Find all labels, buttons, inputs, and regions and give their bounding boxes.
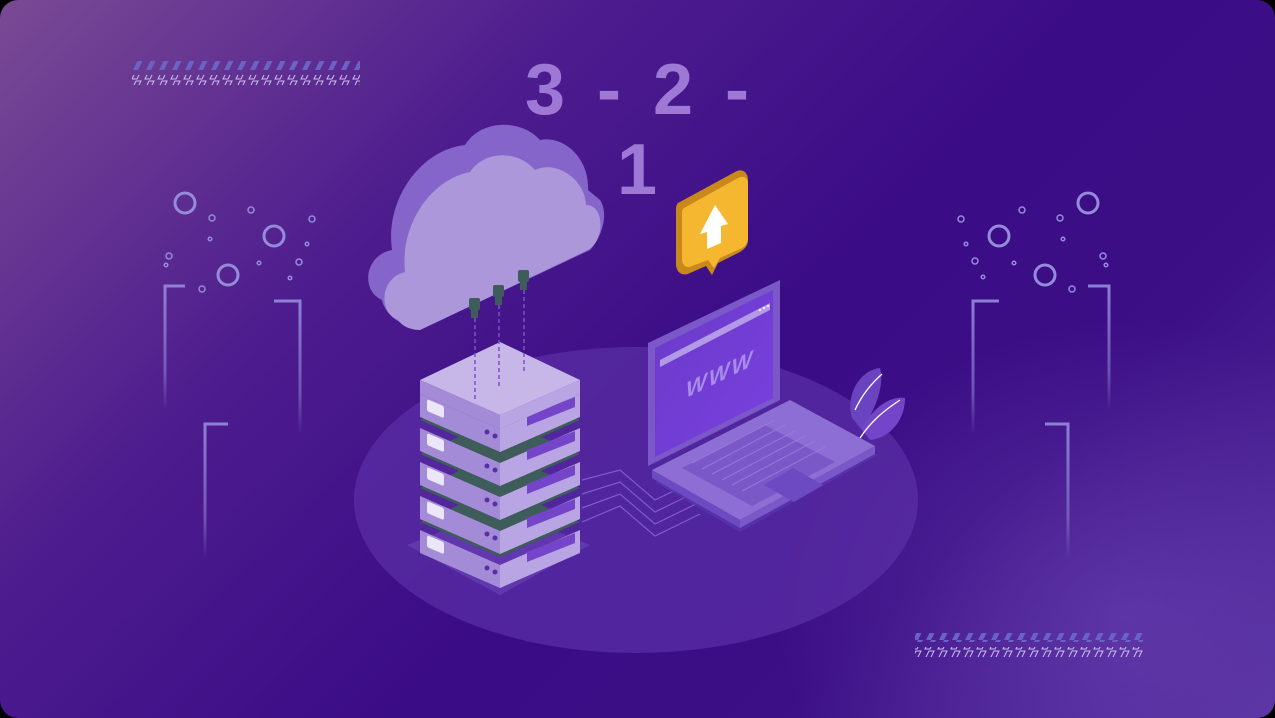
stripes-decoration-top-left xyxy=(132,61,360,85)
laptop-icon xyxy=(648,280,878,532)
cloud-icon xyxy=(368,124,605,330)
page-title: 3 - 2 - 1 xyxy=(524,50,756,210)
circuit-dots-left xyxy=(163,206,316,293)
upload-arrow-icon xyxy=(700,205,728,249)
plant-icon xyxy=(850,368,905,440)
circuit-dots-right xyxy=(957,206,1109,293)
circuit-lines-right xyxy=(971,191,1111,560)
stripes-decoration-bottom-right xyxy=(915,633,1143,657)
upload-notification-icon xyxy=(676,170,748,275)
circuit-lines-left xyxy=(163,191,302,560)
server-rack-icon xyxy=(407,342,590,595)
